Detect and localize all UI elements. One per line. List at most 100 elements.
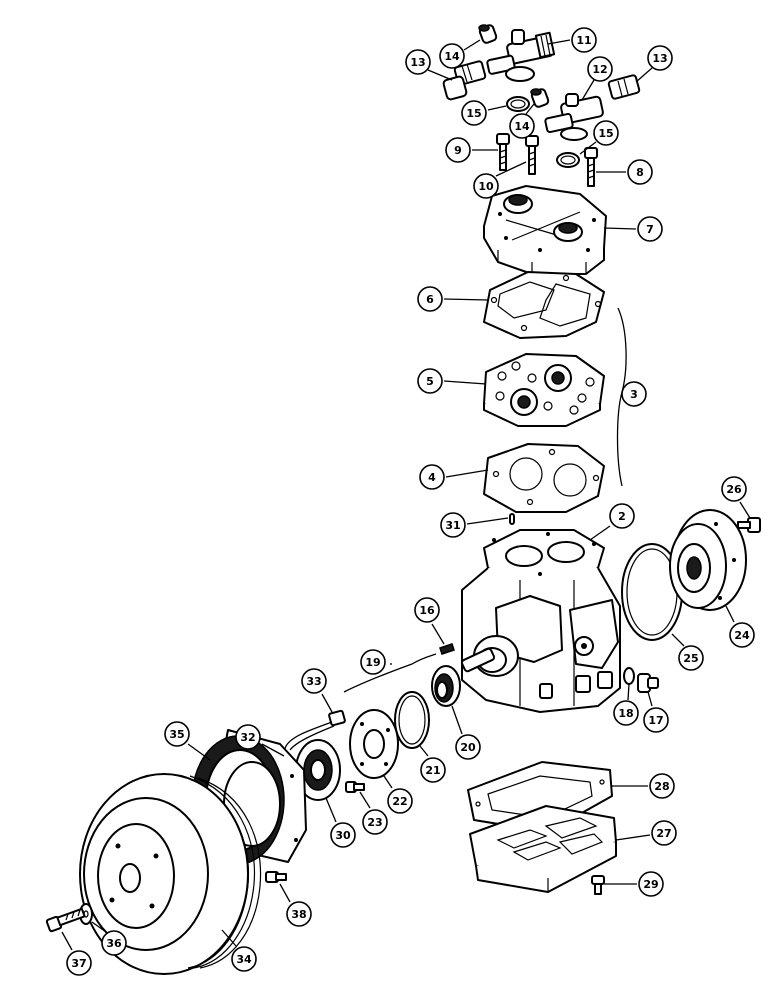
callout-circle (440, 512, 466, 538)
part-rear-cover (669, 509, 747, 611)
leader-line (487, 105, 507, 111)
callout-number: 4 (428, 471, 436, 484)
callout-number: 26 (726, 483, 742, 496)
callout-number: 5 (426, 375, 434, 388)
callout-5: 5 (417, 368, 487, 394)
callout-34: 34 (221, 929, 257, 972)
callout-circle (621, 381, 647, 407)
leader-line (325, 797, 337, 823)
part-service-port-fitting (442, 60, 641, 101)
callout-circle (445, 137, 471, 163)
callout-circle (101, 930, 127, 956)
callout-25: 25 (671, 633, 704, 671)
callout-number: 14 (444, 50, 460, 63)
leader-line (671, 633, 685, 647)
callout-number: 30 (335, 829, 351, 842)
part-shaft-seal (431, 665, 461, 707)
callout-32: 32 (235, 724, 285, 757)
part-seal-o-ring (394, 691, 430, 749)
callout-circle (509, 113, 535, 139)
callout-number: 11 (576, 34, 591, 47)
callout-number: 10 (478, 180, 494, 193)
leader-line (647, 691, 653, 707)
callout-number: 17 (648, 714, 663, 727)
callout-circle (362, 809, 388, 835)
callout-22: 22 (383, 775, 413, 814)
callout-number: 14 (514, 120, 530, 133)
callout-number: 16 (419, 604, 435, 617)
leader-line (579, 141, 597, 155)
callout-circle (729, 622, 755, 648)
leader-line (443, 298, 489, 301)
callout-circle (417, 286, 443, 312)
part-pulley-bolt (45, 907, 86, 933)
callout-circle (231, 946, 257, 972)
callout-20: 20 (451, 705, 481, 760)
callout-number: 9 (454, 144, 462, 157)
part-dowel-pin (509, 513, 515, 525)
callout-circle (286, 901, 312, 927)
part-bottom-plate (469, 805, 617, 893)
callout-number: 22 (392, 795, 407, 808)
callout-number: 31 (445, 519, 460, 532)
part-rear-cover-o-ring (621, 543, 683, 641)
part-oil-plug (637, 673, 659, 693)
part-pulley (79, 773, 262, 975)
callout-3: 3 (621, 381, 647, 407)
callout-27: 27 (615, 820, 677, 846)
callout-35: 35 (164, 721, 211, 761)
part-valve-o-ring (506, 96, 580, 168)
callout-number: 3 (630, 388, 638, 401)
callout-circle (593, 120, 619, 146)
callout-circle (627, 159, 653, 185)
callout-37: 37 (61, 931, 92, 976)
leader-line (466, 517, 509, 525)
part-shaft-seal-group (343, 653, 437, 693)
callout-28: 28 (612, 773, 675, 799)
callout-14: 14 (509, 103, 535, 139)
leader-line (615, 834, 651, 841)
callout-4: 4 (419, 464, 489, 490)
callout-23: 23 (359, 791, 388, 835)
callout-8: 8 (596, 159, 653, 185)
leader-line (739, 501, 751, 519)
callout-number: 36 (106, 937, 122, 950)
part-lower-gasket (483, 443, 605, 513)
callout-11: 11 (547, 27, 597, 53)
leader-line (603, 227, 637, 230)
callout-number: 34 (236, 953, 252, 966)
part-lower-service-valve (544, 93, 604, 141)
leader-line (431, 623, 445, 645)
callout-33: 33 (301, 668, 333, 713)
callout-15: 15 (461, 100, 507, 126)
callout-circle (301, 668, 327, 694)
leader-line (581, 79, 595, 101)
leader-line (445, 469, 489, 478)
part-head-bolt-right (584, 147, 598, 187)
callout-7: 7 (603, 216, 663, 242)
callout-number: 6 (426, 293, 434, 306)
callout-number: 13 (652, 52, 667, 65)
callout-number: 32 (240, 731, 255, 744)
callout-number: 38 (291, 908, 306, 921)
callout-circle (638, 871, 664, 897)
part-clutch-bearing (295, 739, 341, 801)
leader-line (589, 525, 611, 541)
callout-2: 2 (589, 503, 635, 541)
callout-13: 13 (635, 45, 673, 83)
part-compressor-body (460, 529, 621, 713)
callout-15: 15 (579, 120, 619, 155)
callout-number: 2 (618, 510, 626, 523)
leader-line (359, 791, 371, 809)
callout-29: 29 (604, 871, 664, 897)
part-valve-cap (478, 24, 550, 108)
callout-circle (609, 503, 635, 529)
callout-circle (330, 822, 356, 848)
callout-number: 21 (425, 764, 440, 777)
callout-9: 9 (445, 137, 498, 163)
callout-circle (473, 173, 499, 199)
callout-number: 25 (683, 652, 698, 665)
callout-18: 18 (613, 683, 639, 726)
part-upper-gasket (483, 271, 605, 339)
